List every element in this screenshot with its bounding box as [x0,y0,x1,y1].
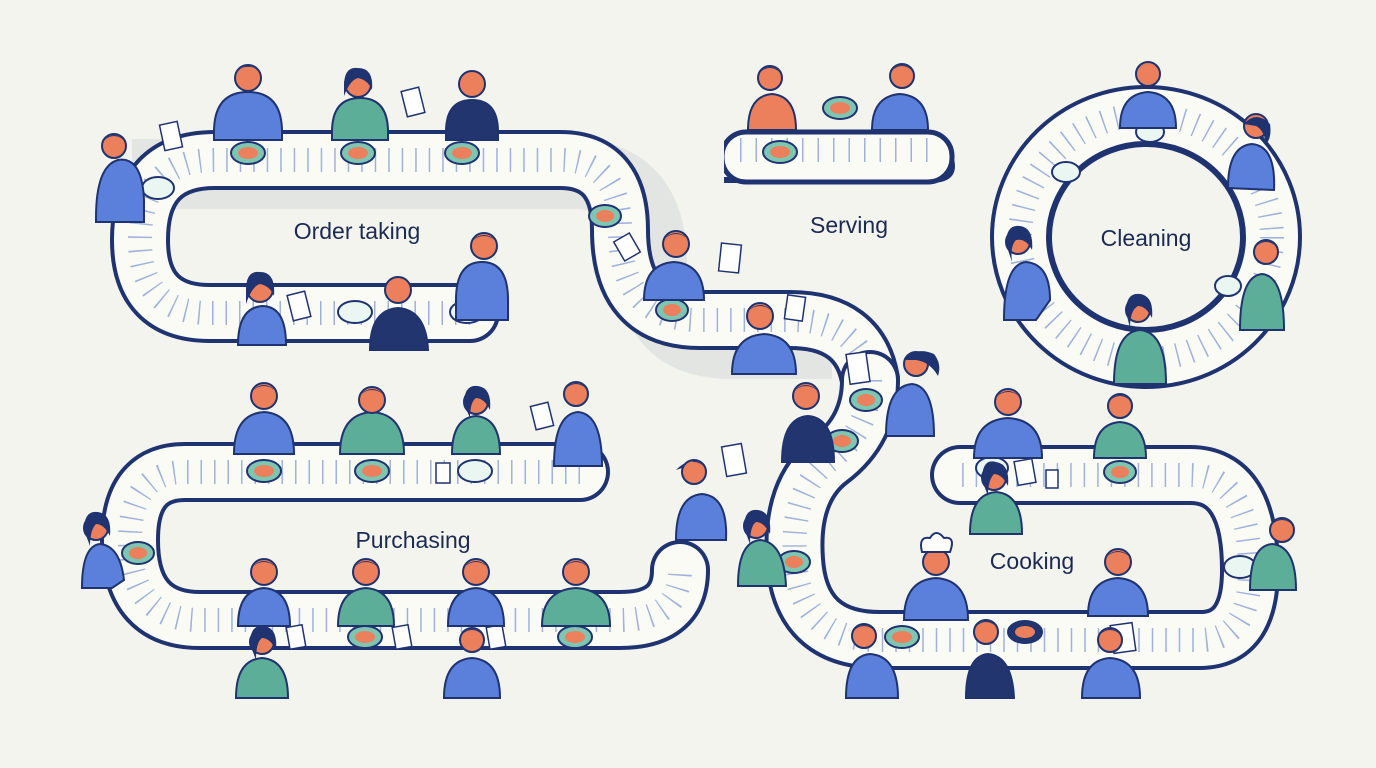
dish-icon [849,388,883,412]
dish-icon [1214,275,1242,297]
dish-icon [340,141,376,165]
stage-label-cleaning: Cleaning [1101,225,1192,251]
ticket-icon [529,401,555,431]
dish-icon [762,140,798,164]
person-icon [236,558,292,627]
person-icon [540,558,612,627]
person-icon [336,558,396,627]
dish-icon [141,176,175,200]
ticket-icon [400,86,426,118]
chef-icon [902,532,970,621]
person-icon [968,461,1024,535]
person-icon [674,459,728,541]
dish-icon [1103,460,1137,484]
person-icon [972,388,1044,459]
person-icon [1226,113,1276,192]
person-icon [642,230,706,301]
person-icon [236,271,288,346]
belt-serving [700,125,956,187]
person-icon [1112,293,1168,385]
person-icon [1002,225,1052,321]
person-icon [870,63,930,131]
ticket-icon [435,462,451,484]
dish-icon [230,141,266,165]
ticket-icon [845,350,871,386]
person-icon [213,64,283,141]
person-icon [1080,627,1142,699]
dish-icon [822,96,858,120]
dish-icon [354,459,390,483]
order-tickets [158,86,1137,655]
dish-icon [1007,620,1043,644]
ticket-icon [1045,469,1059,489]
stage-label-order-taking: Order taking [294,218,421,244]
person-icon [730,302,798,375]
person-icon [780,382,836,463]
ticket-icon [612,231,642,263]
dish-icon [444,141,480,165]
ticket-icon [391,623,413,651]
person-icon [442,627,502,699]
dish-icon [457,459,493,483]
person-icon [1086,548,1150,617]
dish-icon [121,541,155,565]
person-icon [450,385,502,455]
person-icon [1248,517,1298,591]
ticket-icon [1013,457,1037,487]
dish-icon [1051,161,1081,183]
stage-label-purchasing: Purchasing [355,527,470,553]
person-icon [446,558,506,627]
dish-icon [655,298,689,322]
ticket-icon [783,294,807,322]
person-icon [338,386,406,455]
person-icon [884,351,940,437]
stage-label-serving: Serving [810,212,888,238]
ticket-icon [720,442,748,478]
dish-icon [347,625,383,649]
ticket-icon [286,290,312,322]
person-icon [746,65,798,131]
dish-icon [588,204,622,228]
dish-icon [557,625,593,649]
person-icon [445,70,499,141]
people [80,61,1298,699]
ticket-icon [285,623,307,651]
person-icon [1092,393,1148,459]
dish-icon [337,300,373,324]
person-icon [844,623,900,699]
person-icon [736,509,788,587]
person-icon [232,382,296,455]
person-icon [368,276,430,351]
person-icon [95,133,145,223]
person-icon [552,381,604,467]
ticket-icon [158,120,184,152]
person-icon [964,619,1016,699]
person-icon [80,511,126,589]
belt-purchasing [99,442,710,650]
person-icon [234,625,290,699]
dish-icon [884,625,920,649]
stage-label-cooking: Cooking [990,548,1074,574]
belt-cooking [764,350,1281,670]
ticket-icon [485,623,507,651]
ticket-icon [717,242,743,274]
person-icon [1118,61,1178,129]
person-icon [1238,239,1286,331]
person-icon [455,232,509,321]
dish-icon [246,459,282,483]
person-icon [331,67,389,141]
